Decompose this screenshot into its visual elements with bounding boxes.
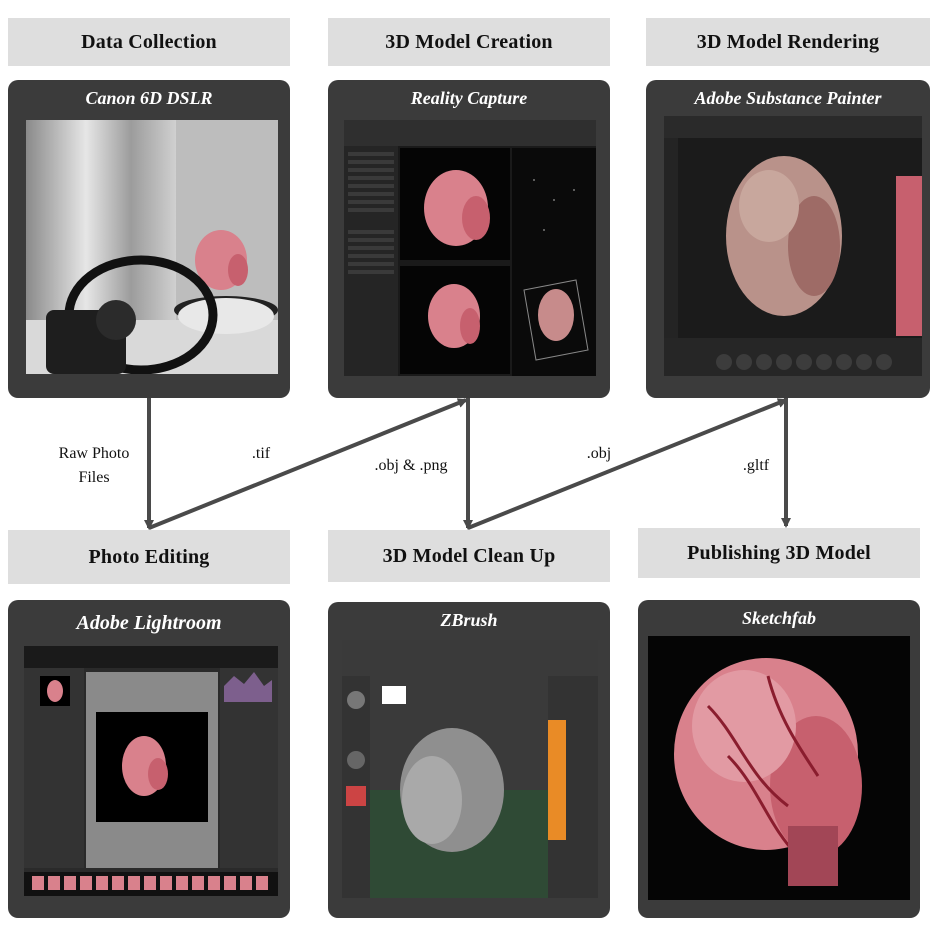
card-sketchfab: Sketchfab (638, 600, 920, 918)
label-tif: .tif (251, 445, 271, 462)
header-3d-model-creation: 3D Model Creation (328, 18, 610, 66)
screenshot-reality-capture (344, 120, 596, 376)
reality-capture-ui (344, 120, 596, 376)
label-raw-photo-files: Raw Photo Files (40, 442, 148, 490)
lightroom-ui (24, 646, 278, 896)
tool-title-reality-capture: Reality Capture (410, 88, 528, 108)
label-gltf: .gltf (742, 457, 770, 474)
screenshot-lightroom (24, 646, 278, 896)
screenshot-sketchfab (648, 636, 910, 900)
screenshot-substance-painter (664, 116, 922, 376)
label-raw-photo-line2: Files (78, 469, 110, 486)
capture-setup-illustration (26, 120, 278, 374)
tool-title-sketchfab: Sketchfab (742, 608, 816, 628)
header-3d-model-rendering: 3D Model Rendering (646, 18, 930, 66)
photo-capture-setup (26, 120, 278, 374)
header-3d-model-clean-up: 3D Model Clean Up (328, 530, 610, 582)
arrow-tif (148, 398, 468, 530)
card-canon-6d-dslr: Canon 6D DSLR (8, 80, 290, 398)
header-photo-editing: Photo Editing (8, 530, 290, 584)
arrow-obj (467, 398, 788, 530)
card-reality-capture: Reality Capture (328, 80, 610, 398)
substance-painter-ui (664, 116, 922, 376)
tool-title-lightroom: Adobe Lightroom (76, 612, 222, 634)
tool-title-zbrush: ZBrush (440, 610, 498, 630)
tool-title-substance-painter: Adobe Substance Painter (694, 88, 882, 108)
card-substance-painter: Adobe Substance Painter (646, 80, 930, 398)
screenshot-zbrush (342, 640, 598, 898)
zbrush-ui (342, 640, 598, 898)
label-obj-png: .obj & .png (374, 457, 448, 474)
label-raw-photo-line1: Raw Photo (58, 445, 130, 462)
card-zbrush: ZBrush (328, 602, 610, 918)
tool-title-canon: Canon 6D DSLR (85, 88, 213, 108)
header-data-collection: Data Collection (8, 18, 290, 66)
card-adobe-lightroom: Adobe Lightroom (8, 600, 290, 918)
header-publishing-3d-model: Publishing 3D Model (638, 528, 920, 578)
sketchfab-render (648, 636, 910, 900)
label-obj: .obj (586, 445, 612, 462)
